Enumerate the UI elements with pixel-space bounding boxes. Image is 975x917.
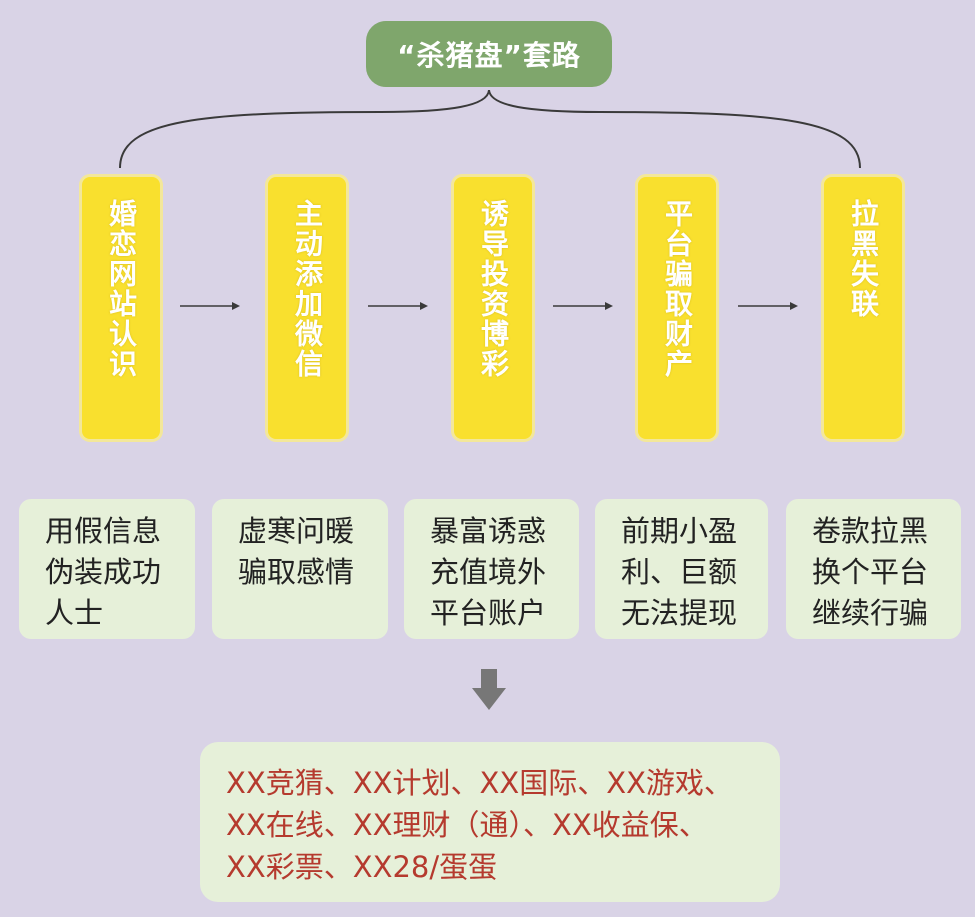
description-line: 人士 bbox=[45, 596, 104, 630]
description-line: 伪装成功 bbox=[45, 555, 162, 589]
diagram-title: “杀猪盘”套路 bbox=[366, 21, 612, 87]
stage-box-1: 婚恋网站认识 bbox=[82, 177, 160, 439]
description-line: 无法提现 bbox=[621, 596, 738, 630]
description-line: 换个平台 bbox=[812, 555, 929, 589]
description-box-2: 虚寒问暖 骗取感情 bbox=[212, 499, 388, 639]
description-line: 平台账户 bbox=[430, 596, 547, 630]
description-line: 前期小盈 bbox=[621, 514, 738, 548]
stage-box-4: 平台骗取财产 bbox=[638, 177, 716, 439]
flow-arrows bbox=[180, 302, 798, 310]
stage-box-2: 主动添加微信 bbox=[268, 177, 346, 439]
stage-label: 主动添加微信 bbox=[291, 199, 324, 379]
description-line: 用假信息 bbox=[45, 514, 162, 548]
description-line: 充值境外 bbox=[430, 555, 547, 589]
platform-list-line: XX在线、XX理财（通）、XX收益保、 bbox=[226, 808, 708, 842]
stage-box-3: 诱导投资博彩 bbox=[454, 177, 532, 439]
stage-label: 婚恋网站认识 bbox=[105, 199, 138, 379]
description-line: 虚寒问暖 bbox=[238, 514, 355, 548]
description-line: 卷款拉黑 bbox=[812, 514, 929, 548]
stage-label: 诱导投资博彩 bbox=[477, 199, 510, 379]
down-arrow-icon bbox=[472, 669, 506, 710]
description-box-4: 前期小盈 利、巨额 无法提现 bbox=[595, 499, 768, 639]
platform-list-box: XX竞猜、XX计划、XX国际、XX游戏、 XX在线、XX理财（通）、XX收益保、… bbox=[200, 742, 780, 902]
description-box-5: 卷款拉黑 换个平台 继续行骗 bbox=[786, 499, 961, 639]
description-box-3: 暴富诱惑 充值境外 平台账户 bbox=[404, 499, 579, 639]
platform-list-line: XX彩票、XX28/蛋蛋 bbox=[226, 850, 498, 884]
stage-label: 平台骗取财产 bbox=[661, 199, 694, 379]
description-line: 利、巨额 bbox=[621, 555, 738, 589]
description-box-1: 用假信息 伪装成功 人士 bbox=[19, 499, 195, 639]
stage-box-5: 拉黑失联 bbox=[824, 177, 902, 439]
description-line: 暴富诱惑 bbox=[430, 514, 547, 548]
brace-connector bbox=[119, 89, 861, 169]
stage-label: 拉黑失联 bbox=[847, 199, 880, 319]
description-line: 骗取感情 bbox=[238, 555, 355, 589]
description-line: 继续行骗 bbox=[812, 596, 929, 630]
platform-list-line: XX竞猜、XX计划、XX国际、XX游戏、 bbox=[226, 766, 733, 800]
